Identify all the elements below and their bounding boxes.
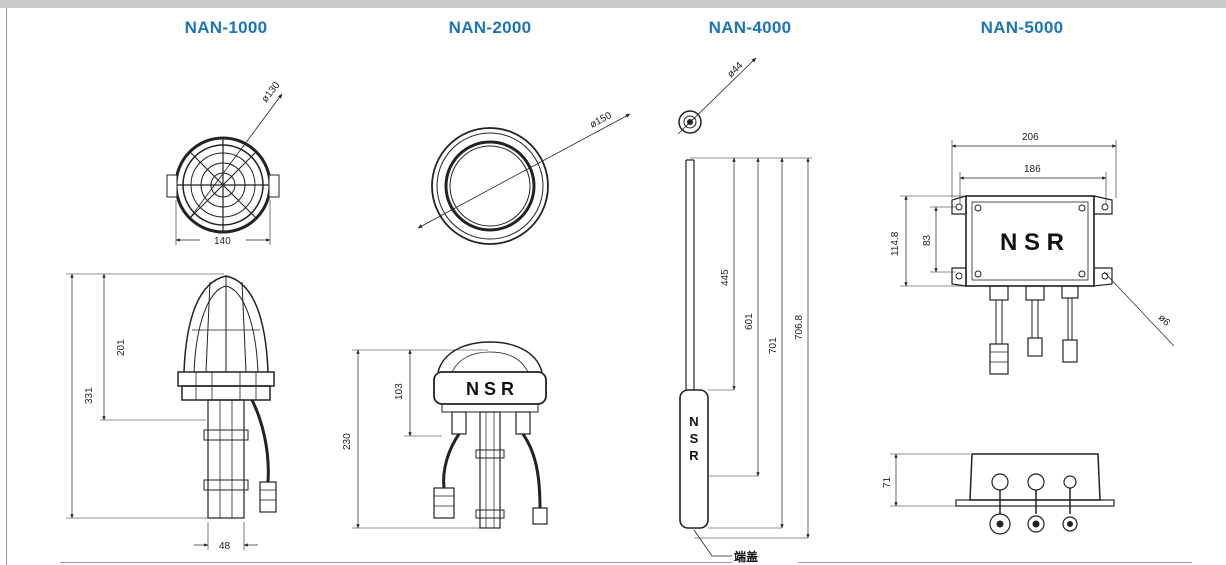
nan4000-diameter-label: ø44 [725,60,745,80]
top-bar [0,0,1226,8]
nan2000-height-total: 230 [342,433,353,450]
title-nan-2000: NAN-2000 [448,18,532,37]
title-nan-1000: NAN-1000 [184,18,268,37]
title-nan-5000: NAN-5000 [980,18,1064,37]
nan4000-brand-s: S [690,431,699,446]
nan2000-top-view [417,113,631,245]
nan5000-brand: N S R [1000,229,1064,256]
title-nan-4000: NAN-4000 [708,18,792,37]
left-border [6,8,7,565]
nan5000-height-outer: 114.8 [890,231,901,256]
nan1000-height-total: 331 [84,387,95,404]
nan5000-height-inner: 83 [922,234,933,246]
nan1000-bottom-width: 48 [219,541,231,552]
nan5000-top-view [900,140,1175,375]
nan4000-top-view [677,57,757,135]
nan4000-brand-n: N [689,414,698,429]
nan2000-brand: N S R [466,379,514,399]
nan5000-hole-label: ø6 [1156,312,1172,328]
nan5000-width-outer: 206 [1022,132,1039,143]
nan1000-side-view [66,273,277,550]
nan4000-height-706: 706.8 [794,315,805,340]
nan4000-height-601: 601 [744,313,755,330]
nan2000-height-upper: 103 [394,383,405,400]
nan4000-side-view [679,157,812,557]
nan4000-brand-r: R [689,448,699,463]
nan1000-top-view [166,93,283,245]
nan1000-diameter-label: ø130 [260,80,283,105]
nan5000-width-inner: 186 [1024,164,1041,175]
nan1000-width-label: 140 [214,236,231,247]
nan4000-end-cap-label: 端盖 [734,549,758,564]
nan4000-height-701: 701 [768,337,779,354]
bottom-border-left [60,562,732,563]
nan1000-height-upper: 201 [116,339,127,356]
nan2000-diameter-label: ø150 [588,110,614,131]
nan5000-depth-label: 71 [882,476,893,488]
nan2000-side-view [352,341,548,529]
bottom-border-right [798,562,1192,563]
nan4000-height-445: 445 [720,269,731,286]
nan5000-side-view [890,453,1115,535]
